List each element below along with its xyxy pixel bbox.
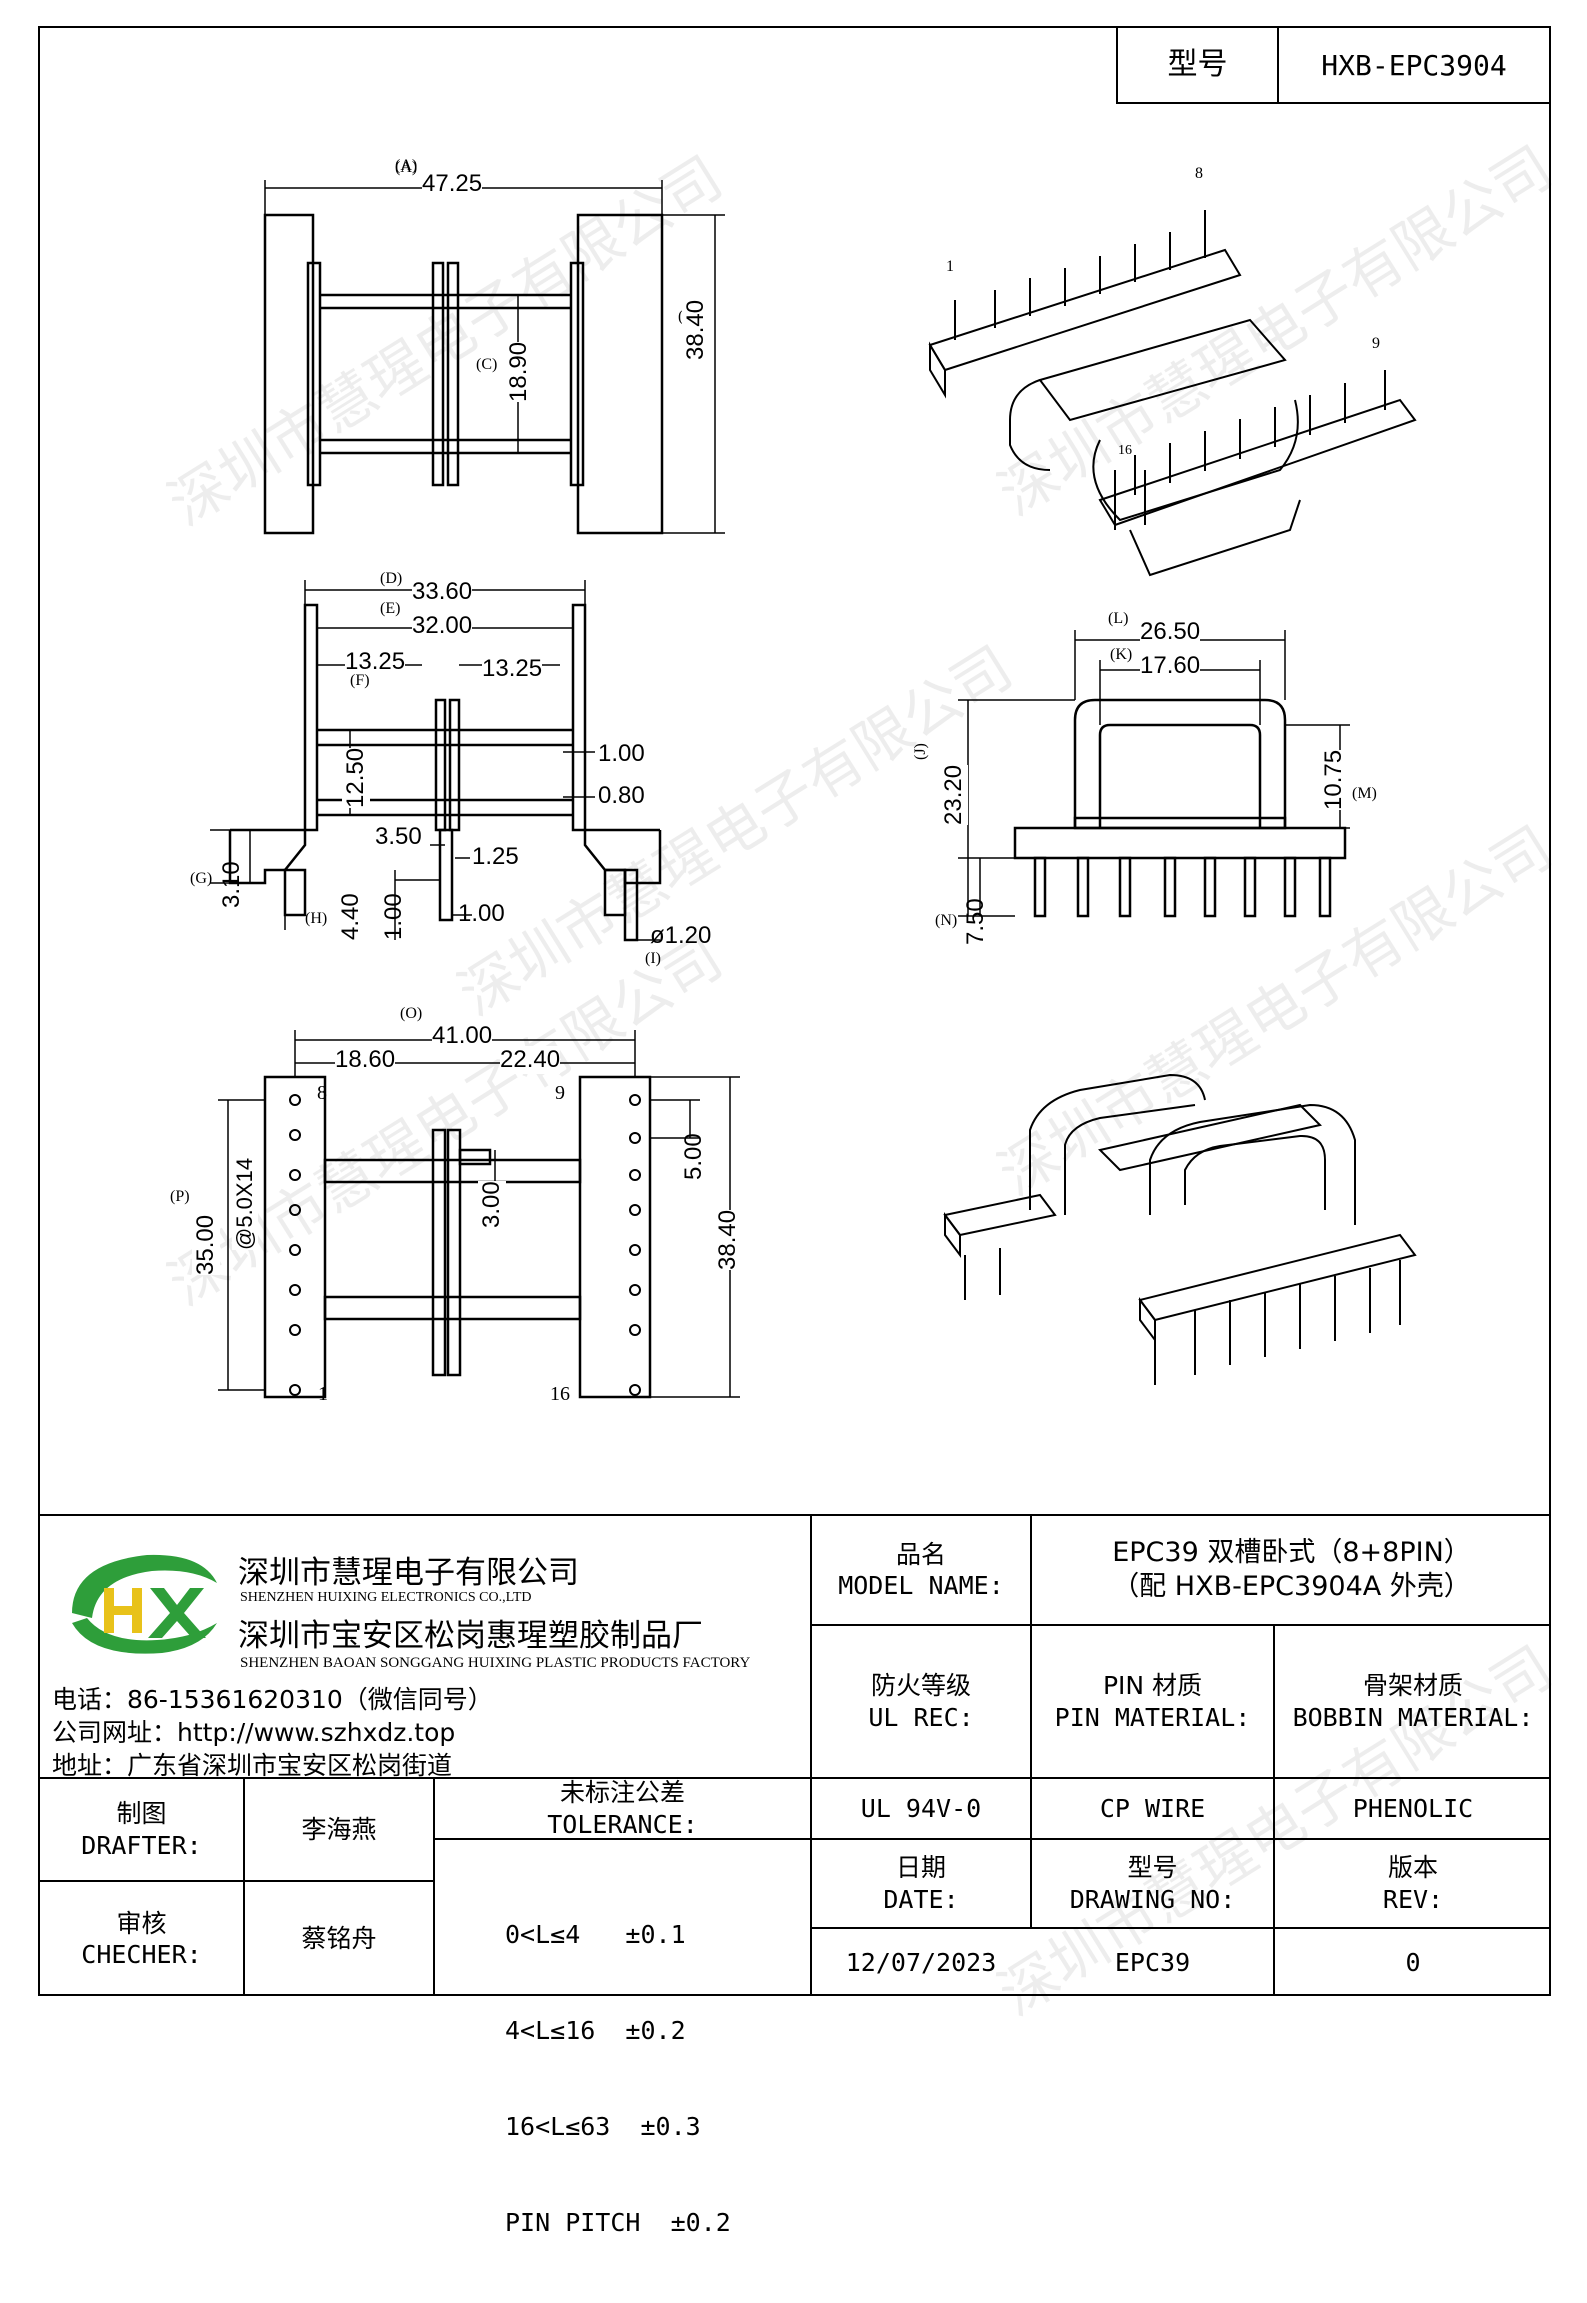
tolerance-label: 未标注公差 TOLERANCE: (435, 1778, 810, 1839)
date-en: DATE: (883, 1884, 959, 1914)
header-model-label: 型号 (1167, 47, 1228, 83)
drafter-label: 制图 DRAFTER: (40, 1779, 243, 1880)
drafter-cn: 制图 (116, 1799, 167, 1829)
drawing-no-en: DRAWING NO: (1069, 1884, 1236, 1914)
header-model-box: 型号 HXB-EPC3904 (1116, 26, 1551, 104)
date-label: 日期 DATE: (812, 1840, 1030, 1927)
company-phone: 电话：86-15361620310（微信同号） (52, 1685, 493, 1714)
tolerance-line: 4<L≤16 ±0.2 (505, 2016, 686, 2045)
tolerance-en: TOLERANCE: (547, 1809, 698, 1839)
drawing-sheet (38, 26, 1551, 1996)
model-name-value: EPC39 双槽卧式（8+8PIN） （配 HXB-EPC3904A 外壳） (1032, 1516, 1551, 1624)
rev-cn: 版本 (1387, 1853, 1438, 1883)
date-cn: 日期 (895, 1853, 946, 1883)
views-geometry (210, 210, 1417, 1399)
tolerance-line: 0<L≤4 ±0.1 (505, 1920, 686, 1949)
model-name-value-line2: （配 HXB-EPC3904A 外壳） (1112, 1571, 1471, 1602)
model-name-cn: 品名 (895, 1539, 946, 1569)
pin-material-en: PIN MATERIAL: (1054, 1702, 1251, 1732)
rev-value: 0 (1405, 1947, 1421, 1977)
drawing-no-value: EPC39 (1114, 1947, 1191, 1977)
drafter-en: DRAFTER: (81, 1830, 202, 1860)
tolerance-line: 16<L≤63 ±0.3 (505, 2112, 701, 2141)
pin-material-value: CP WIRE (1099, 1793, 1206, 1823)
bobbin-material-en: BOBBIN MATERIAL: (1292, 1702, 1534, 1732)
date-value: 12/07/2023 (845, 1947, 997, 1977)
tolerance-cn: 未标注公差 (559, 1778, 685, 1808)
company-name-en: SHENZHEN HUIXING ELECTRONICS CO.,LTD (240, 1590, 532, 1605)
ul-value: UL 94V-0 (860, 1793, 982, 1823)
ul-rec-en: UL REC: (868, 1702, 974, 1732)
drafter-name: 李海燕 (301, 1814, 377, 1844)
bobbin-material-cn: 骨架材质 (1362, 1671, 1463, 1701)
checker-cn: 审核 (116, 1908, 167, 1938)
company-logo (72, 1554, 217, 1654)
rev-en: REV: (1382, 1884, 1444, 1914)
drawing-no-label: 型号 DRAWING NO: (1032, 1840, 1273, 1927)
factory-name-cn: 深圳市宝安区松岗惠瑆塑胶制品厂 (238, 1618, 703, 1654)
tolerance-line: PIN PITCH ±0.2 (505, 2208, 731, 2237)
bobbin-material-label: 骨架材质 BOBBIN MATERIAL: (1275, 1626, 1551, 1777)
ul-rec-cn: 防火等级 (870, 1671, 971, 1701)
rev-label: 版本 REV: (1275, 1840, 1551, 1927)
model-name-en: MODEL NAME: (838, 1571, 1004, 1600)
factory-name-en: SHENZHEN BAOAN SONGGANG HUIXING PLASTIC … (240, 1655, 751, 1671)
checker-en: CHECHER: (81, 1940, 202, 1969)
checker-name: 蔡铭舟 (301, 1924, 377, 1954)
checker-label: 审核 CHECHER: (40, 1882, 243, 1996)
company-address: 地址：广东省深圳市宝安区松岗街道 (52, 1751, 453, 1780)
company-name-cn: 深圳市慧瑆电子有限公司 (238, 1555, 579, 1591)
pin-material-cn: PIN 材质 (1102, 1671, 1203, 1701)
tolerance-values: 0<L≤4 ±0.1 4<L≤16 ±0.2 16<L≤63 ±0.3 PIN … (505, 1855, 731, 2303)
pin-material-label: PIN 材质 PIN MATERIAL: (1032, 1626, 1273, 1777)
drawing-no-cn: 型号 (1127, 1853, 1178, 1883)
bobbin-material-value: PHENOLIC (1352, 1793, 1474, 1823)
top-view-drawing: (A) (263, 159, 725, 535)
header-model-value: HXB-EPC3904 (1321, 48, 1507, 82)
model-name-label: 品名 MODEL NAME: (812, 1516, 1030, 1624)
dim-A-label: (A) (395, 159, 417, 176)
model-name-value-line1: EPC39 双槽卧式（8+8PIN） (1112, 1537, 1471, 1569)
company-website: 公司网址：http://www.szhxdz.top (52, 1718, 456, 1747)
ul-rec-label: 防火等级 UL REC: (812, 1626, 1030, 1777)
